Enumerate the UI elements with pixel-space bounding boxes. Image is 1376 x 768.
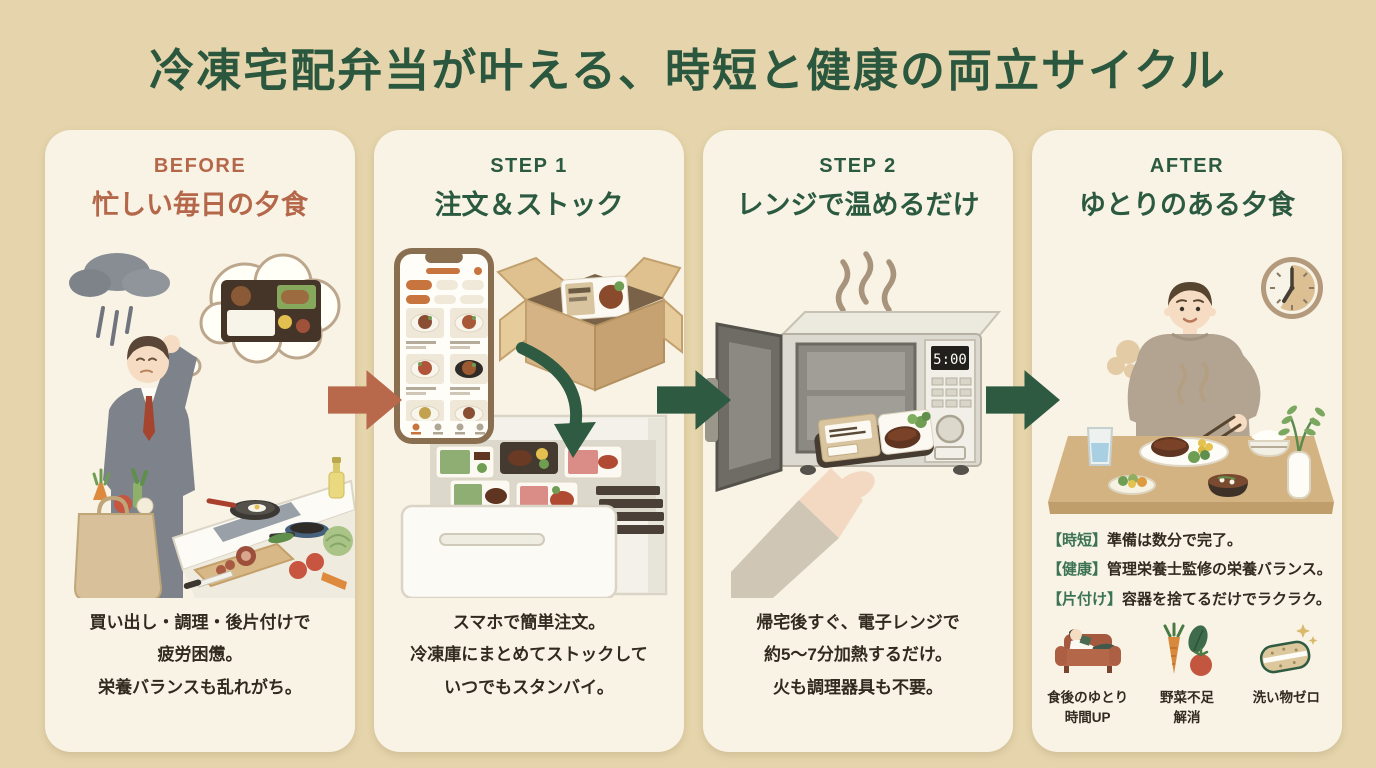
- side-dish-bowl: [1108, 474, 1156, 495]
- perk-vegetables: 野菜不足 解消: [1139, 622, 1235, 729]
- wall-clock-icon: [1261, 257, 1323, 319]
- steam-icon: [835, 251, 897, 313]
- smartphone-app-illustration: [394, 248, 494, 444]
- panel-step2-heading: レンジで温めるだけ: [736, 190, 980, 220]
- microwave-display: 5:00: [933, 352, 967, 368]
- water-glass: [1086, 427, 1114, 466]
- stock-arrow-icon: [516, 342, 596, 458]
- benefit-time: 【時短】準備は数分で完了。: [1047, 532, 1243, 549]
- storm-cloud-icon: [69, 253, 170, 297]
- plant-vase: [1278, 405, 1325, 499]
- panel-before-label: BEFORE: [153, 155, 247, 177]
- panel-before: BEFORE 忙しい毎日の夕食: [45, 130, 355, 752]
- delivery-box-illustration: [496, 256, 683, 392]
- perk-no-dishes-caption: 洗い物ゼロ: [1252, 690, 1321, 705]
- meal-tray: [814, 409, 934, 468]
- bento-image: [221, 280, 321, 342]
- benefit-health: 【健康】管理栄養士監修の栄養バランス。: [1047, 561, 1332, 579]
- sofa-relax-icon: [1054, 629, 1121, 673]
- app-bottom-nav: [411, 423, 485, 435]
- panel-before-heading: 忙しい毎日の夕食: [92, 190, 308, 220]
- after-illustration: [1048, 257, 1334, 514]
- before-illustration: [69, 253, 355, 598]
- panel-step2: STEP 2 レンジで温めるだけ 5:00: [703, 130, 1013, 752]
- miso-soup-bowl: [1208, 474, 1248, 497]
- rice-bowl: [1247, 430, 1291, 458]
- main-plate: [1139, 437, 1229, 467]
- shopping-bag-illustration: [73, 468, 163, 598]
- kitchen-counter-illustration: [171, 457, 355, 598]
- panel-step1-caption: スマホで簡単注文。 冷凍庫にまとめてストックして いつでもスタンバイ。: [410, 613, 648, 697]
- perk-no-dishes: 洗い物ゼロ: [1238, 622, 1334, 708]
- perk-vegetables-caption: 野菜不足 解消: [1159, 690, 1214, 726]
- page-title: 冷凍宅配弁当が叶える、時短と健康の両立サイクル: [149, 45, 1227, 96]
- dining-table-illustration: [1048, 405, 1334, 514]
- perk-relax: 食後のゆとり 時間UP: [1040, 622, 1136, 729]
- food-steam-icon: [1177, 362, 1209, 404]
- panel-step1-label: STEP 1: [490, 155, 568, 177]
- step1-illustration: [394, 248, 683, 598]
- panel-step1-heading: 注文＆ストック: [434, 190, 624, 220]
- sponge-icon: [1260, 624, 1318, 674]
- panel-step2-caption: 帰宅後すぐ、電子レンジで 約5〜7分加熱するだけ。 火も調理器具も不要。: [756, 613, 960, 697]
- benefit-cleanup: 【片付け】容器を捨てるだけでラクラク。: [1047, 590, 1331, 608]
- panel-step2-label: STEP 2: [819, 155, 897, 177]
- panel-after: AFTER ゆとりのある夕食: [1032, 130, 1342, 752]
- freezer-drawer-illustration: [400, 414, 668, 598]
- hand-with-tray-illustration: [731, 409, 934, 598]
- perks-row: 食後のゆとり 時間UP 野菜不足 解消: [1038, 622, 1336, 729]
- benefits-list: 【時短】準備は数分で完了。 【健康】管理栄養士監修の栄養バランス。 【片付け】容…: [1047, 526, 1336, 614]
- panel-step1: STEP 1 注文＆ストック: [374, 130, 684, 752]
- panel-after-label: AFTER: [1149, 155, 1225, 177]
- perk-relax-caption: 食後のゆとり 時間UP: [1047, 690, 1129, 726]
- vegetables-icon: [1163, 622, 1212, 676]
- panel-after-heading: ゆとりのある夕食: [1079, 190, 1295, 220]
- panel-before-caption: 買い出し・調理・後片付けで 疲労困憊。 栄養バランスも乱れがち。: [89, 613, 311, 697]
- dining-man-illustration: [1107, 282, 1261, 460]
- rain-lines-icon: [96, 306, 133, 346]
- step2-illustration: 5:00: [705, 251, 1002, 598]
